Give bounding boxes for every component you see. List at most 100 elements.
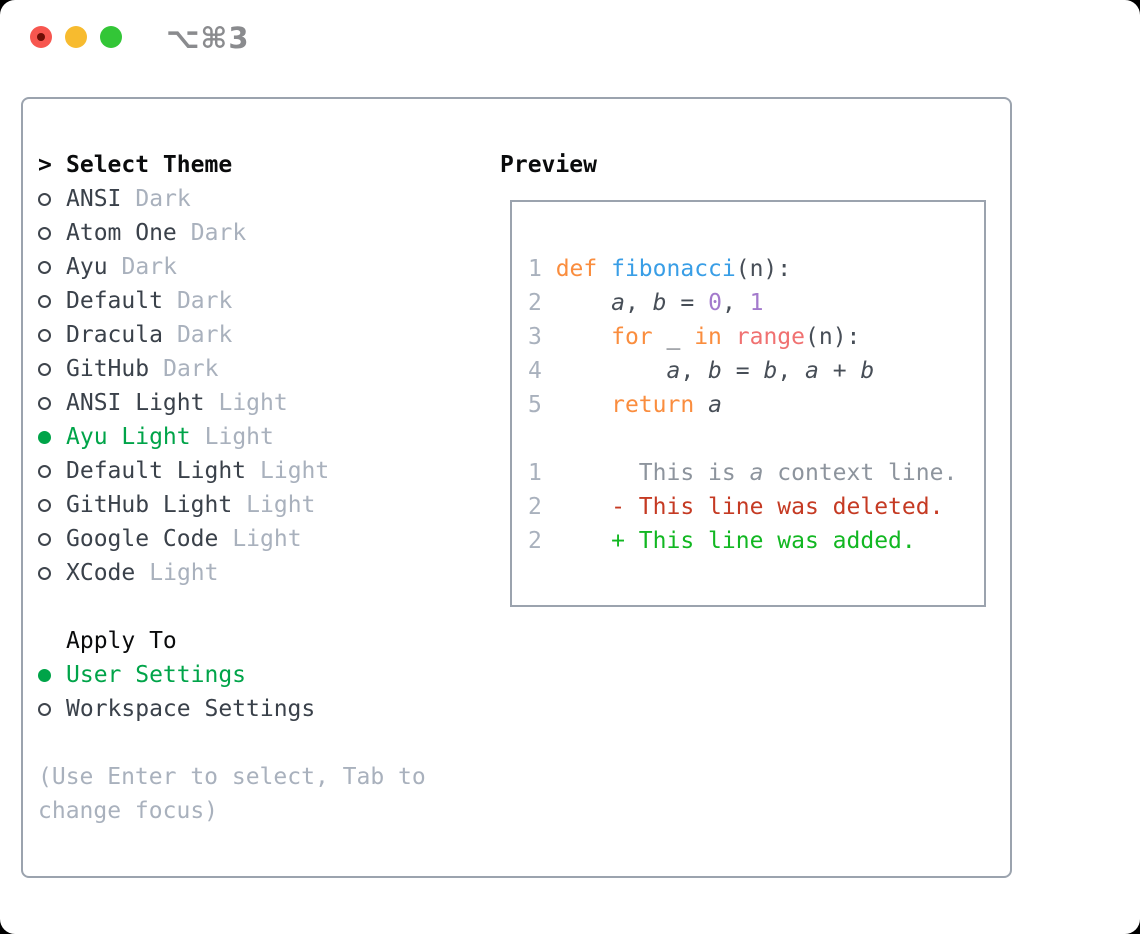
theme-variant-label: Light	[260, 458, 330, 484]
theme-option-label: XCode	[66, 560, 136, 586]
radio-selected-icon	[38, 669, 51, 682]
diff-context-line: 1 This is a context line.	[528, 456, 984, 490]
theme-variant-label: Dark	[135, 186, 191, 212]
code-token: ,	[680, 358, 709, 384]
blank-line	[528, 422, 984, 456]
code-token: in	[694, 324, 722, 350]
code-token: 2	[528, 528, 542, 554]
code-token	[542, 528, 611, 554]
code-token: def	[555, 256, 598, 282]
code-token: b	[763, 358, 778, 384]
theme-option-ayu[interactable]: Ayu Dark	[38, 250, 426, 284]
theme-option-label: Ayu Light	[66, 424, 191, 450]
apply-to-header: Apply To	[66, 628, 177, 654]
code-token: a	[708, 392, 722, 418]
apply-option-user-settings[interactable]: User Settings	[38, 658, 426, 692]
theme-option-ayu-light[interactable]: Ayu Light Light	[38, 420, 426, 454]
code-token: =	[721, 358, 764, 384]
code-token: _	[652, 324, 695, 350]
select-theme-header: >Select Theme	[38, 148, 426, 182]
radio-icon	[38, 193, 51, 206]
code-token: b	[860, 358, 875, 384]
code-token: 2	[528, 290, 542, 316]
code-token: This is	[638, 460, 750, 486]
code-token	[722, 324, 736, 350]
window-shortcut-label: ⌥⌘3	[166, 21, 250, 55]
code-token: (n):	[805, 324, 861, 350]
theme-option-label: Default Light	[66, 458, 247, 484]
code-token: a	[749, 460, 764, 486]
theme-variant-label: Light	[246, 492, 316, 518]
code-token: 1	[749, 290, 764, 316]
code-token	[542, 494, 611, 520]
code-token: b	[708, 358, 722, 384]
code-token: 4	[528, 358, 542, 384]
radio-icon	[38, 227, 51, 240]
code-line-1: 1 def fibonacci(n):	[528, 252, 984, 286]
code-token: 2	[528, 494, 542, 520]
theme-variant-label: Light	[232, 526, 302, 552]
apply-option-workspace-settings[interactable]: Workspace Settings	[38, 692, 426, 726]
window-control-close[interactable]	[30, 26, 52, 48]
window-control-minimize[interactable]	[65, 26, 87, 48]
code-token	[542, 324, 611, 350]
code-token: - This line was deleted.	[611, 494, 944, 520]
window-control-zoom[interactable]	[100, 26, 122, 48]
apply-option-label: Workspace Settings	[66, 696, 316, 722]
radio-icon	[38, 363, 51, 376]
diff-added-line: 2 + This line was added.	[528, 524, 984, 558]
code-line-5: 5 return a	[528, 388, 984, 422]
code-token: range	[735, 324, 806, 350]
theme-variant-label: Dark	[176, 288, 233, 314]
radio-icon	[38, 567, 51, 580]
code-token: 5	[528, 392, 542, 418]
theme-option-label: ANSI Light	[66, 390, 205, 416]
code-token: + This line was added.	[611, 528, 916, 554]
code-token: 0	[708, 290, 722, 316]
code-token: a	[666, 358, 681, 384]
code-token: +	[818, 358, 861, 384]
code-line-3: 3 for _ in range(n):	[528, 320, 984, 354]
theme-variant-label: Light	[218, 390, 288, 416]
code-token: ,	[777, 358, 806, 384]
code-token	[542, 358, 667, 384]
radio-icon	[38, 329, 51, 342]
code-token: 1	[528, 256, 556, 282]
radio-icon	[38, 703, 51, 716]
code-preview: 1 def fibonacci(n): 2 a, b = 0, 1 3 for _ …	[512, 202, 984, 558]
theme-option-default-light[interactable]: Default Light Light	[38, 454, 426, 488]
radio-icon	[38, 533, 51, 546]
code-token: =	[666, 290, 709, 316]
code-token: ,	[721, 290, 750, 316]
radio-icon	[38, 397, 51, 410]
code-token	[694, 392, 708, 418]
code-token: b	[652, 290, 667, 316]
radio-icon	[38, 499, 51, 512]
preview-box: 1 def fibonacci(n): 2 a, b = 0, 1 3 for _ …	[510, 200, 986, 607]
preview-header: Preview	[500, 152, 597, 178]
theme-variant-label: Dark	[176, 322, 233, 348]
theme-variant-label: Light	[204, 424, 274, 450]
apply-option-label: User Settings	[66, 662, 247, 688]
theme-option-label: Ayu	[66, 254, 108, 280]
code-token: 3	[528, 324, 542, 350]
code-token	[542, 392, 611, 418]
radio-icon	[38, 295, 51, 308]
theme-variant-label: Dark	[121, 254, 177, 280]
theme-option-ansi-light[interactable]: ANSI Light Light	[38, 386, 426, 420]
code-token: ,	[624, 290, 653, 316]
